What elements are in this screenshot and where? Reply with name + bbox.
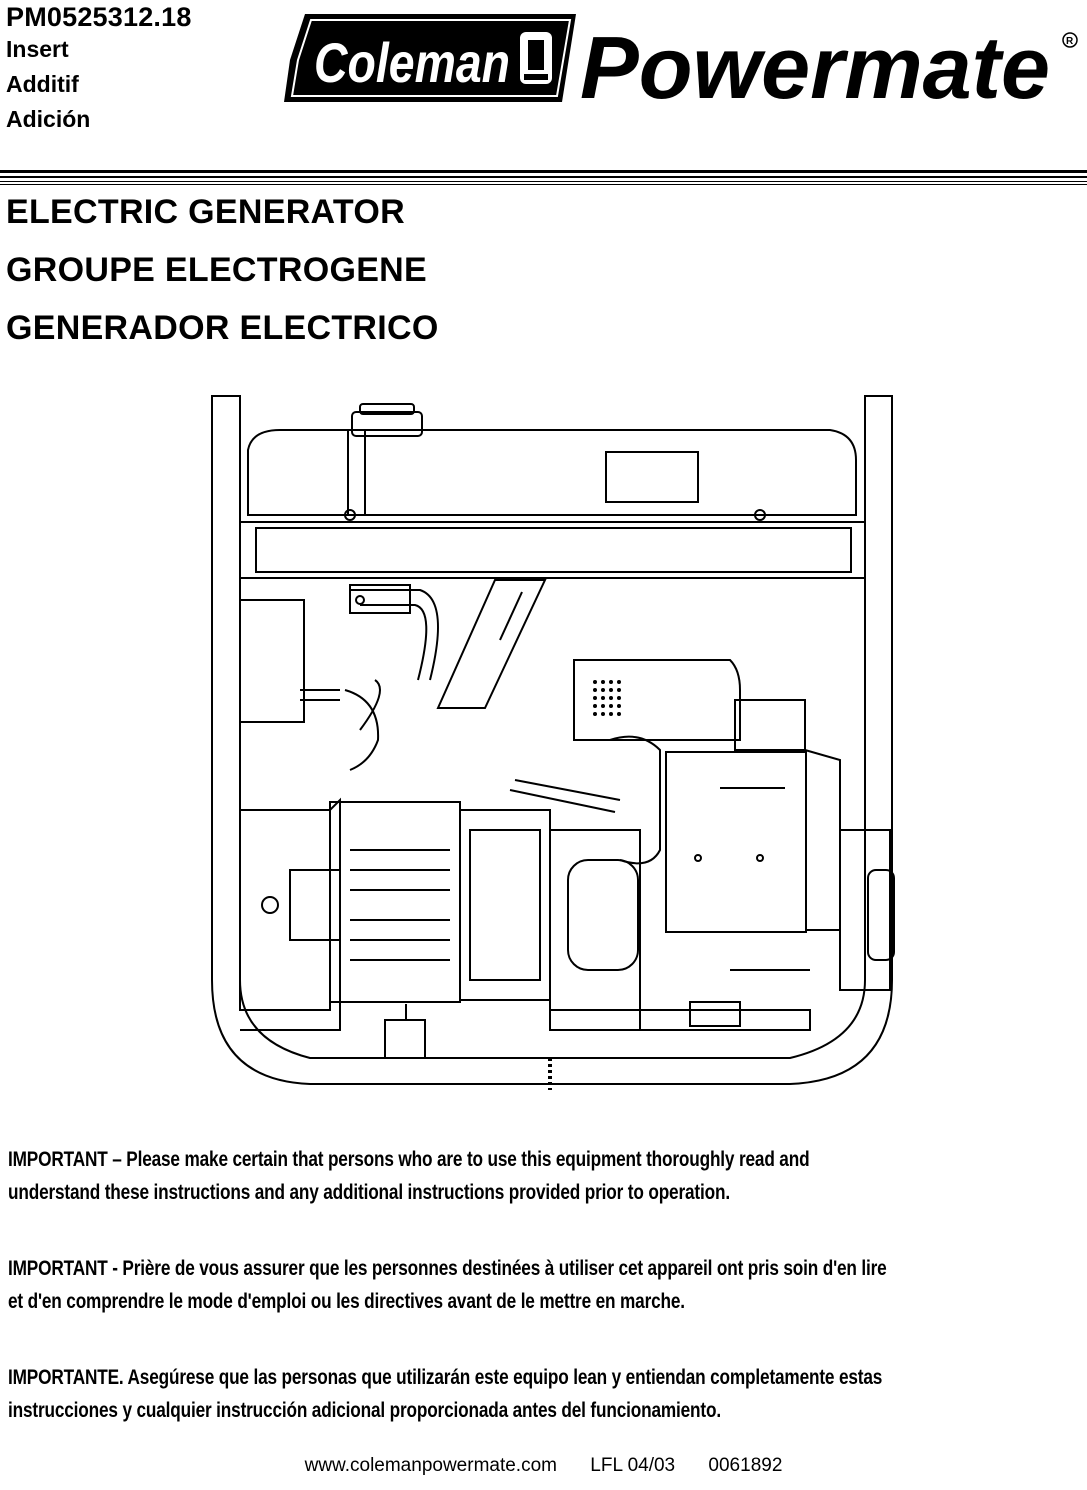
notice-fr: IMPORTANT - Prière de vous assurer que l… <box>8 1252 1074 1318</box>
notice-en-line-1: IMPORTANT – Please make certain that per… <box>8 1148 810 1171</box>
notice-en-line-2: understand these instructions and any ad… <box>8 1181 730 1204</box>
notice-es: IMPORTANTE. Asegúrese que las personas q… <box>8 1361 1074 1427</box>
footer-website: www.colemanpowermate.com <box>304 1455 557 1476</box>
logo-brand-left: Coleman <box>314 31 510 94</box>
logo-brand-right: Powermate <box>580 18 1050 110</box>
insert-label-en: Insert <box>6 36 69 62</box>
registered-mark: R <box>1066 36 1074 47</box>
title-es: GENERADOR ELECTRICO <box>6 309 439 347</box>
title-fr: GROUPE ELECTROGENE <box>6 251 428 289</box>
header-block: PM0525312.18 Insert Additif Adición <box>6 2 192 137</box>
generator-illustration <box>200 390 920 1100</box>
header-rule-mid <box>0 176 1087 178</box>
title-en: ELECTRIC GENERATOR <box>6 193 405 231</box>
footer-number: 0061892 <box>708 1455 783 1476</box>
important-notices: IMPORTANT – Please make certain that per… <box>8 1143 1078 1470</box>
footer: www.colemanpowermate.com LFL 04/03 00618… <box>0 1455 1087 1477</box>
footer-code: LFL 04/03 <box>590 1455 676 1476</box>
header-rule-thick <box>0 170 1087 173</box>
insert-label-es: Adición <box>6 106 91 132</box>
document-code: PM0525312.18 <box>6 2 192 32</box>
notice-fr-line-1: IMPORTANT - Prière de vous assurer que l… <box>8 1257 887 1280</box>
insert-label-fr: Additif <box>6 71 79 97</box>
notice-es-line-1: IMPORTANTE. Asegúrese que las personas q… <box>8 1366 883 1389</box>
coleman-powermate-logo: Coleman Powermate R <box>280 10 1080 117</box>
header-rule-bottom <box>0 184 1087 185</box>
notice-es-line-2: instrucciones y cualquier instrucción ad… <box>8 1399 721 1422</box>
notice-en: IMPORTANT – Please make certain that per… <box>8 1143 1074 1209</box>
notice-fr-line-2: et d'en comprendre le mode d'emploi ou l… <box>8 1290 685 1313</box>
header-rule-thin <box>0 181 1087 182</box>
product-titles: ELECTRIC GENERATOR GROUPE ELECTROGENE GE… <box>6 192 439 366</box>
